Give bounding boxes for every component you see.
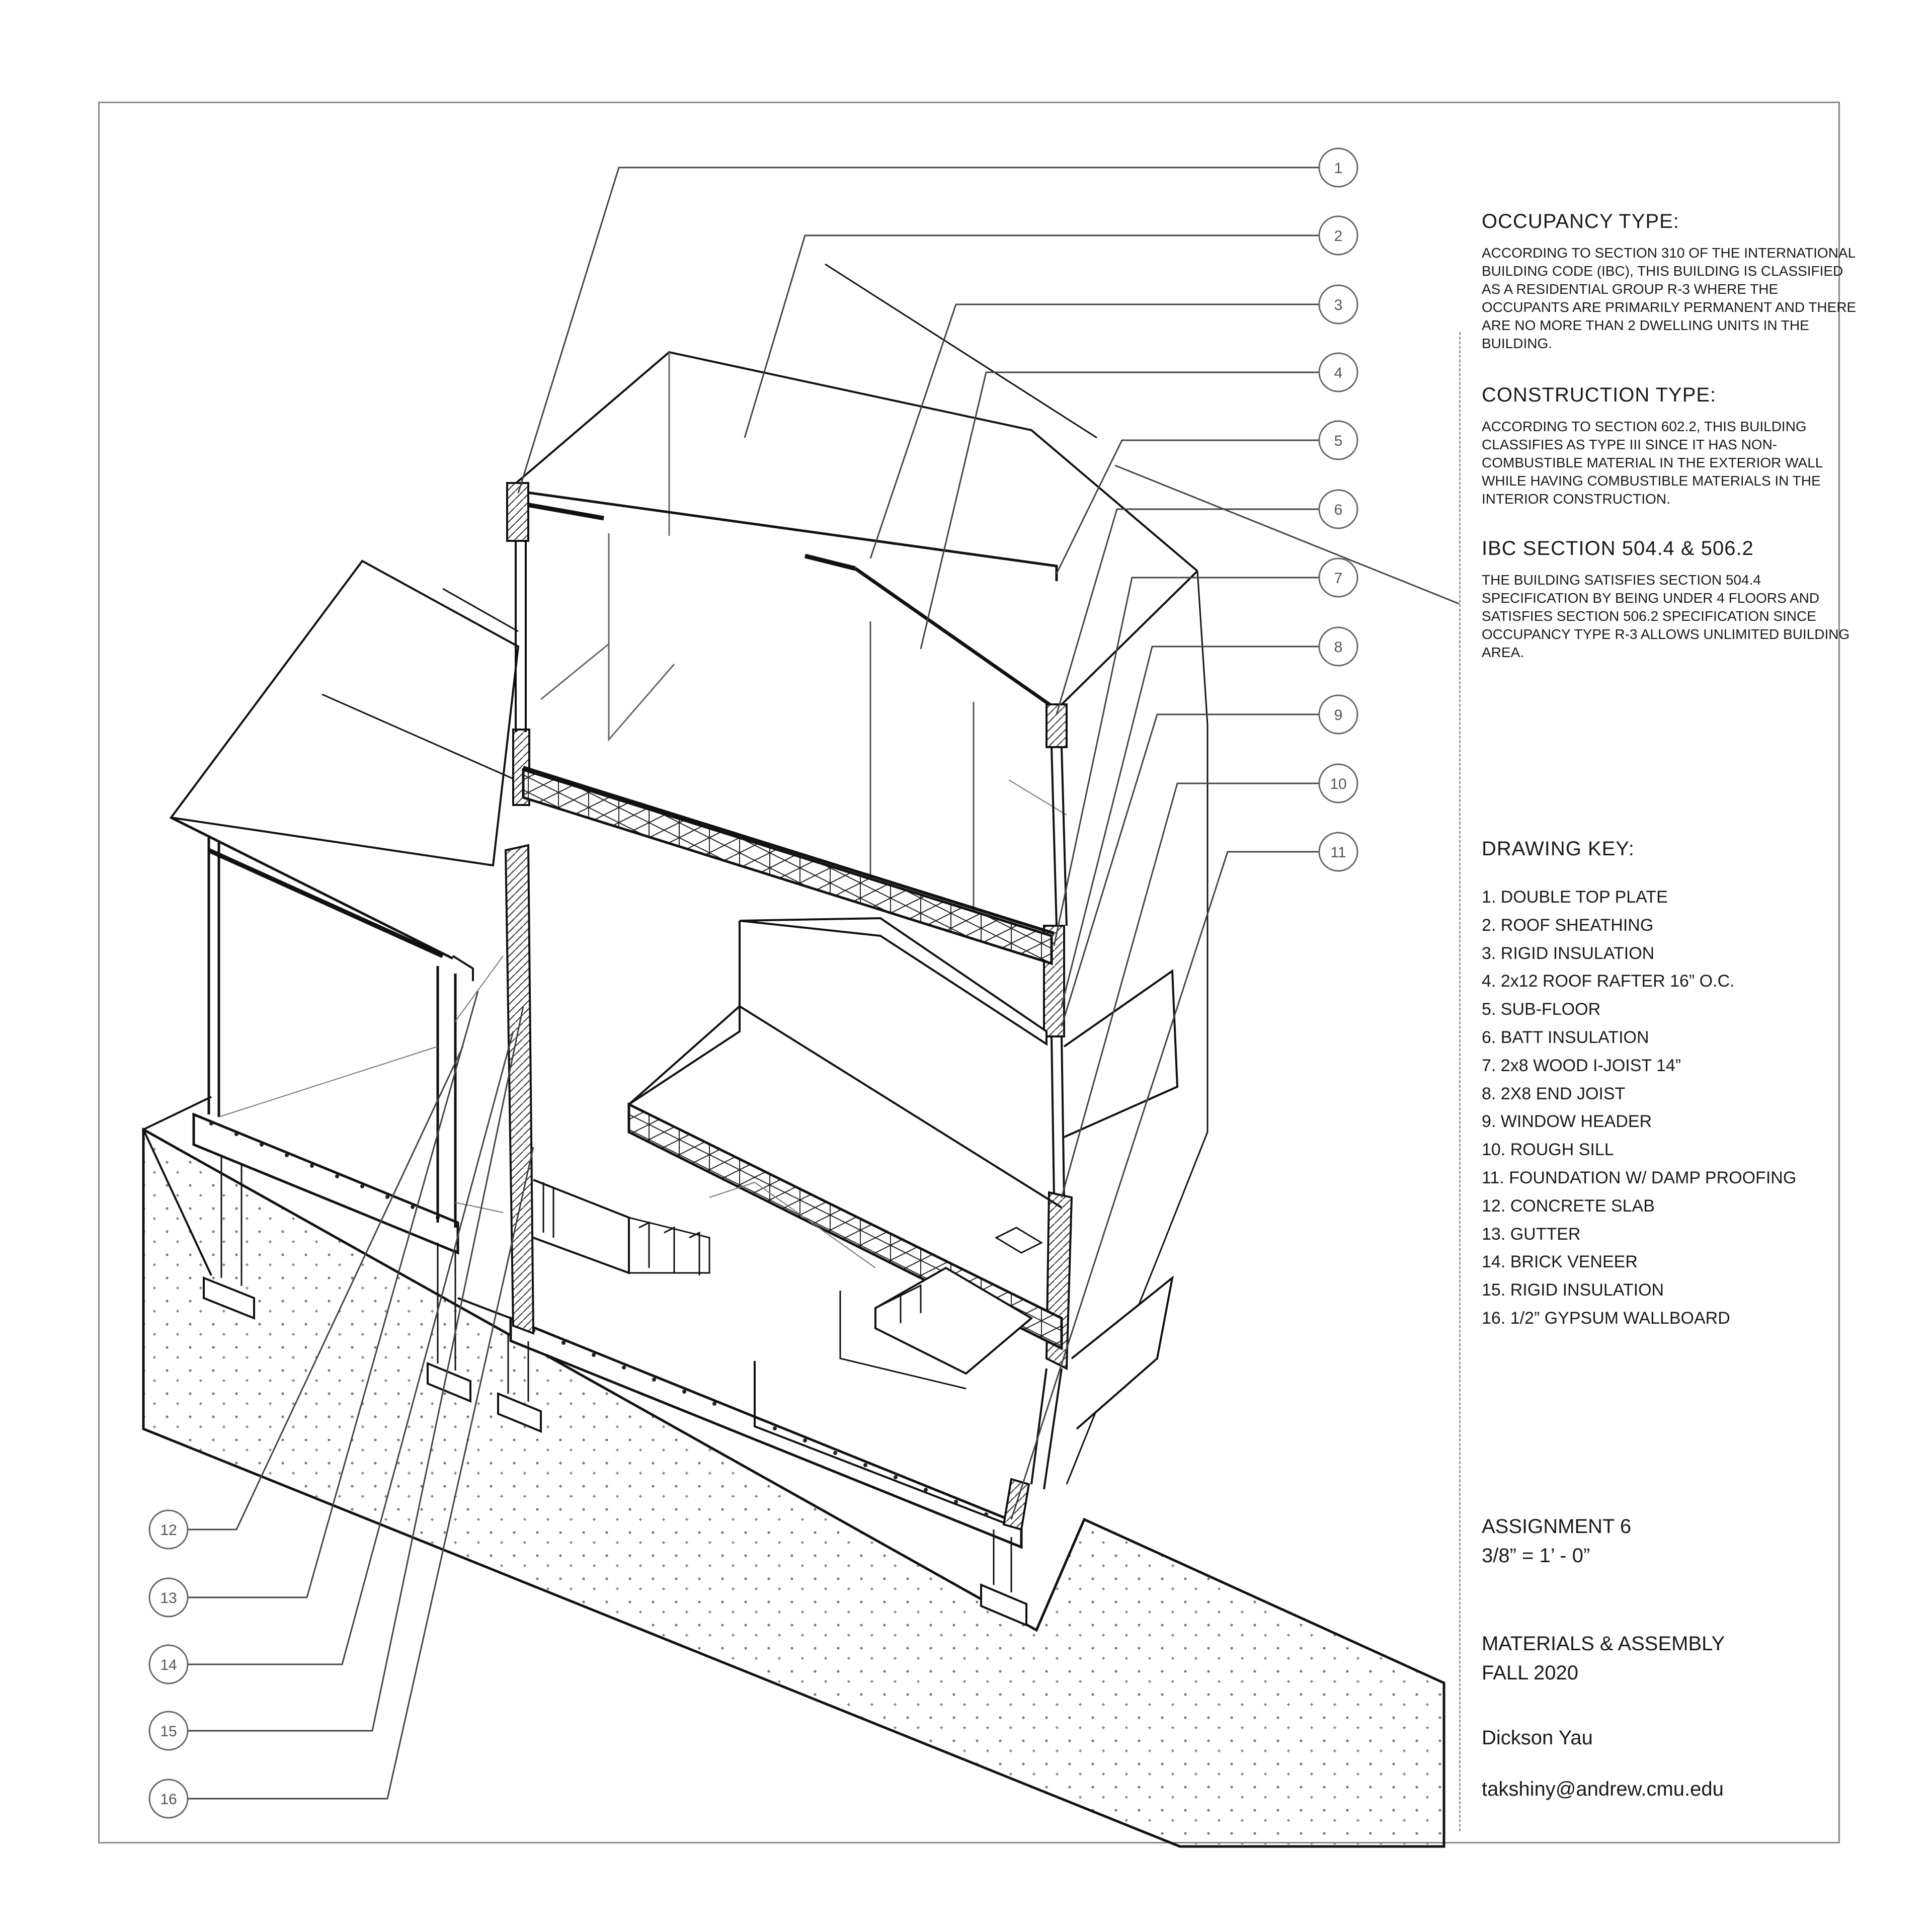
- occupancy-section: OCCUPANCY TYPE: ACCORDING TO SECTION 310…: [1482, 210, 1864, 353]
- key-item: 8. 2X8 END JOIST: [1482, 1084, 1626, 1103]
- callout-10: 10: [1318, 763, 1358, 803]
- construction-section: CONSTRUCTION TYPE: ACCORDING TO SECTION …: [1482, 384, 1864, 508]
- key-item: 3. RIGID INSULATION: [1482, 943, 1655, 963]
- upper-floor-joists: [522, 766, 1055, 965]
- svg-text:1: 1: [1334, 160, 1343, 177]
- author-email: takshiny@andrew.cmu.edu: [1482, 1778, 1724, 1800]
- callout-14: 14: [148, 1644, 189, 1684]
- callout-9: 9: [1318, 694, 1358, 735]
- svg-text:2: 2: [1334, 228, 1343, 245]
- upper-volume: [512, 263, 1209, 1485]
- ibc-heading: IBC SECTION 504.4 & 506.2: [1482, 537, 1754, 559]
- author-block: Dickson Yau takshiny@andrew.cmu.edu: [1482, 1723, 1864, 1804]
- callout-5: 5: [1318, 420, 1358, 460]
- svg-text:12: 12: [160, 1522, 177, 1539]
- key-item: 10. ROUGH SILL: [1482, 1140, 1614, 1160]
- panel-divider: [1459, 332, 1461, 1831]
- callout-12: 12: [148, 1509, 189, 1550]
- svg-text:7: 7: [1334, 570, 1343, 587]
- callout-11: 11: [1318, 832, 1358, 872]
- key-item: 11. FOUNDATION W/ DAMP PROOFING: [1482, 1168, 1797, 1187]
- callout-8: 8: [1318, 626, 1358, 667]
- author-name: Dickson Yau: [1482, 1727, 1593, 1749]
- callout-6: 6: [1318, 489, 1358, 529]
- key-item: 6. BATT INSULATION: [1482, 1027, 1649, 1047]
- svg-text:9: 9: [1334, 707, 1343, 723]
- course-block: MATERIALS & ASSEMBLY FALL 2020: [1482, 1629, 1864, 1687]
- svg-text:11: 11: [1330, 844, 1346, 861]
- svg-text:16: 16: [160, 1791, 177, 1808]
- course-name: MATERIALS & ASSEMBLY: [1482, 1633, 1725, 1655]
- callouts-left: 12 13 14 15 16: [148, 1509, 189, 1819]
- key-item: 2. ROOF SHEATHING: [1482, 915, 1654, 935]
- occupancy-body: ACCORDING TO SECTION 310 OF THE INTERNAT…: [1482, 245, 1857, 351]
- key-item: 15. RIGID INSULATION: [1482, 1280, 1664, 1300]
- footings: [203, 1157, 1027, 1627]
- svg-text:15: 15: [160, 1723, 177, 1740]
- svg-text:8: 8: [1334, 639, 1343, 656]
- foundation-slab: [192, 1112, 1023, 1549]
- svg-text:10: 10: [1330, 776, 1346, 792]
- key-item: 9. WINDOW HEADER: [1482, 1112, 1652, 1132]
- svg-text:6: 6: [1334, 502, 1343, 518]
- course-term: FALL 2020: [1482, 1662, 1579, 1684]
- svg-text:14: 14: [160, 1657, 177, 1673]
- key-item: 5. SUB-FLOOR: [1482, 1000, 1601, 1019]
- left-exterior-wall: [504, 482, 535, 1335]
- key-item: 12. CONCRETE SLAB: [1482, 1196, 1655, 1216]
- occupancy-heading: OCCUPANCY TYPE:: [1482, 210, 1679, 232]
- callout-15: 15: [148, 1711, 189, 1751]
- callout-4: 4: [1318, 352, 1358, 392]
- left-wing: [169, 559, 520, 1228]
- callout-1: 1: [1318, 147, 1358, 188]
- assignment-block: ASSIGNMENT 6 3/8” = 1’ - 0”: [1482, 1512, 1864, 1570]
- right-exterior-wall: [1002, 703, 1179, 1531]
- callout-16: 16: [148, 1779, 189, 1819]
- key-item: 1. DOUBLE TOP PLATE: [1482, 888, 1668, 907]
- assignment-scale: 3/8” = 1’ - 0”: [1482, 1545, 1590, 1567]
- ibc-section: IBC SECTION 504.4 & 506.2 THE BUILDING S…: [1482, 537, 1864, 662]
- drawing-key: DRAWING KEY: 1. DOUBLE TOP PLATE 2. ROOF…: [1482, 838, 1864, 1333]
- drawing-key-list: 1. DOUBLE TOP PLATE 2. ROOF SHEATHING 3.…: [1482, 883, 1864, 1333]
- ibc-body: THE BUILDING SATISFIES SECTION 504.4 SPE…: [1482, 572, 1850, 660]
- ground: [142, 1096, 1445, 1848]
- callout-3: 3: [1318, 284, 1358, 325]
- key-item: 13. GUTTER: [1482, 1224, 1581, 1244]
- svg-text:5: 5: [1334, 433, 1343, 449]
- drawing-key-heading: DRAWING KEY:: [1482, 838, 1635, 860]
- leader-lines: [180, 167, 1460, 1800]
- svg-text:4: 4: [1334, 365, 1343, 381]
- construction-body: ACCORDING TO SECTION 602.2, THIS BUILDIN…: [1482, 419, 1823, 507]
- callouts-right: 1 2 3 4 5 6 7 8 9 10 11: [1318, 147, 1358, 872]
- callout-13: 13: [148, 1577, 189, 1618]
- key-item: 14. BRICK VENEER: [1482, 1252, 1638, 1272]
- svg-text:3: 3: [1334, 297, 1343, 313]
- mid-floor: [533, 917, 1063, 1390]
- key-item: 16. 1/2” GYPSUM WALLBOARD: [1482, 1308, 1730, 1328]
- drawing-frame: [98, 102, 1840, 1843]
- construction-heading: CONSTRUCTION TYPE:: [1482, 384, 1717, 406]
- key-item: 4. 2x12 ROOF RAFTER 16” O.C.: [1482, 972, 1735, 991]
- callout-7: 7: [1318, 557, 1358, 598]
- assignment-title: ASSIGNMENT 6: [1482, 1515, 1632, 1538]
- callout-2: 2: [1318, 215, 1358, 256]
- key-item: 7. 2x8 WOOD I-JOIST 14”: [1482, 1056, 1681, 1075]
- svg-text:13: 13: [160, 1590, 177, 1606]
